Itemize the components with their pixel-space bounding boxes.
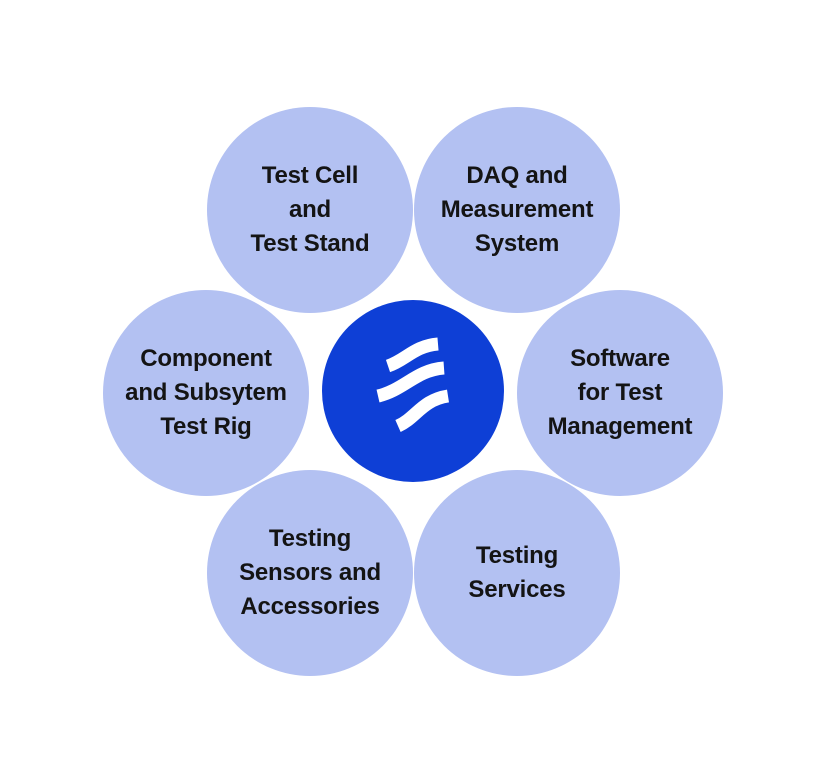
bubble-label-line: Testing (268, 525, 352, 552)
bubble-label-line: Management (547, 413, 693, 440)
bubble-label-line: for Test (577, 379, 663, 406)
bubble-label-line: Test Cell (261, 162, 359, 189)
daq-bubble: DAQ and Measurement System (414, 107, 620, 313)
software-bubble: Software for Test Management (517, 290, 723, 496)
bubble-label-line: and Subsytem (125, 379, 287, 406)
bubble-label-line: Services (468, 576, 566, 603)
bubble-label-line: and (288, 196, 332, 223)
hub-logo-circle (322, 300, 504, 482)
bubble-label-line: Measurement (440, 196, 594, 223)
bubble-label-line: Component (140, 345, 272, 372)
bubble-label-line: DAQ and (466, 162, 568, 189)
bubble-label-line: Sensors and (239, 559, 381, 586)
component-test-rig-bubble: Component and Subsytem Test Rig (103, 290, 309, 496)
bubble-label-line: Testing (475, 542, 559, 569)
bubble-label-line: System (474, 230, 560, 257)
sensors-accessories-bubble: Testing Sensors and Accessories (207, 470, 413, 676)
waves-logo-icon (376, 337, 450, 432)
bubble-label-line: Test Stand (250, 230, 370, 257)
bubble-label-line: Test Rig (160, 413, 252, 440)
test-cell-bubble: Test Cell and Test Stand (207, 107, 413, 313)
testing-services-bubble: Testing Services (414, 470, 620, 676)
bubble-label-line: Accessories (240, 593, 380, 620)
bubble-label-line: Software (570, 345, 670, 372)
